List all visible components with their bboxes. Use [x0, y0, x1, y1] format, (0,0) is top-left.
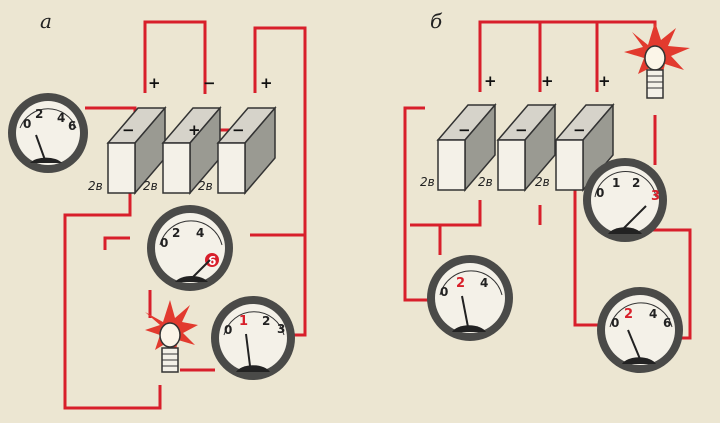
scale-label: 6: [663, 316, 671, 330]
lamp: [145, 300, 198, 373]
scale-label: 0: [23, 117, 31, 131]
terminal-sign: −: [515, 121, 528, 139]
scale-highlight: 2: [456, 276, 465, 291]
terminal-sign: +: [148, 74, 161, 92]
battery: 2в: [198, 105, 277, 196]
battery-voltage: 2в: [88, 179, 103, 193]
scale-label: 1: [612, 176, 620, 190]
terminal-sign: +: [260, 74, 273, 92]
panel-b-label: б: [430, 9, 443, 33]
panel-b: б 2в: [403, 9, 692, 373]
terminal-sign: +: [484, 72, 497, 90]
terminal-sign: −: [458, 121, 471, 139]
terminal-sign: −: [573, 121, 586, 139]
scale-label: 4: [196, 226, 204, 240]
battery: 2в: [420, 102, 497, 193]
voltmeter: 0 2 4 6: [8, 93, 88, 173]
voltmeter: 0 2 4 6: [597, 287, 683, 373]
scale-label: 6: [68, 119, 76, 133]
scale-highlight: 6: [208, 254, 216, 268]
scale-highlight: 2: [624, 307, 633, 322]
panel-a-label: а: [40, 9, 52, 33]
scale-label: 4: [57, 111, 65, 125]
battery-voltage: 2в: [535, 175, 550, 189]
scale-label: 0: [224, 323, 232, 337]
scale-label: 4: [649, 307, 657, 321]
terminal-sign: +: [541, 72, 554, 90]
panel-b-batteries: 2в 2в 2в + + + − − −: [420, 72, 615, 193]
voltmeter: 0 2 4: [427, 255, 513, 341]
scale-highlight: 1: [239, 314, 248, 329]
scale-highlight: 3: [651, 189, 660, 204]
terminal-sign: −: [232, 121, 245, 139]
scale-label: 2: [632, 176, 640, 190]
battery-voltage: 2в: [198, 179, 213, 193]
battery-voltage: 2в: [478, 175, 493, 189]
terminal-sign: +: [188, 121, 201, 139]
terminal-sign: −: [203, 74, 216, 92]
lamp: [624, 22, 690, 99]
panel-a-batteries: 2в 2в 2в + − + − + −: [88, 74, 277, 196]
battery-voltage: 2в: [143, 179, 158, 193]
scale-label: 0: [160, 236, 168, 250]
scale-label: 4: [480, 276, 488, 290]
voltmeter: 0 2 4 6: [147, 205, 233, 291]
ammeter: 0 1 2 3: [583, 158, 667, 242]
scale-label: 2: [172, 226, 180, 240]
scale-label: 0: [440, 285, 448, 299]
scale-label: 3: [277, 322, 285, 336]
ammeter: 0 1 2 3: [211, 296, 295, 380]
terminal-sign: −: [122, 121, 135, 139]
battery: 2в: [143, 105, 222, 196]
scale-label: 0: [596, 186, 604, 200]
scale-label: 2: [35, 107, 43, 121]
scale-label: 2: [262, 314, 270, 328]
battery-voltage: 2в: [420, 175, 435, 189]
scale-label: 0: [611, 316, 619, 330]
panel-b-wires: [403, 20, 692, 340]
panel-a: а 2в 2в: [8, 9, 307, 410]
terminal-sign: +: [598, 72, 611, 90]
battery: 2в: [535, 102, 615, 193]
battery: 2в: [478, 102, 557, 193]
